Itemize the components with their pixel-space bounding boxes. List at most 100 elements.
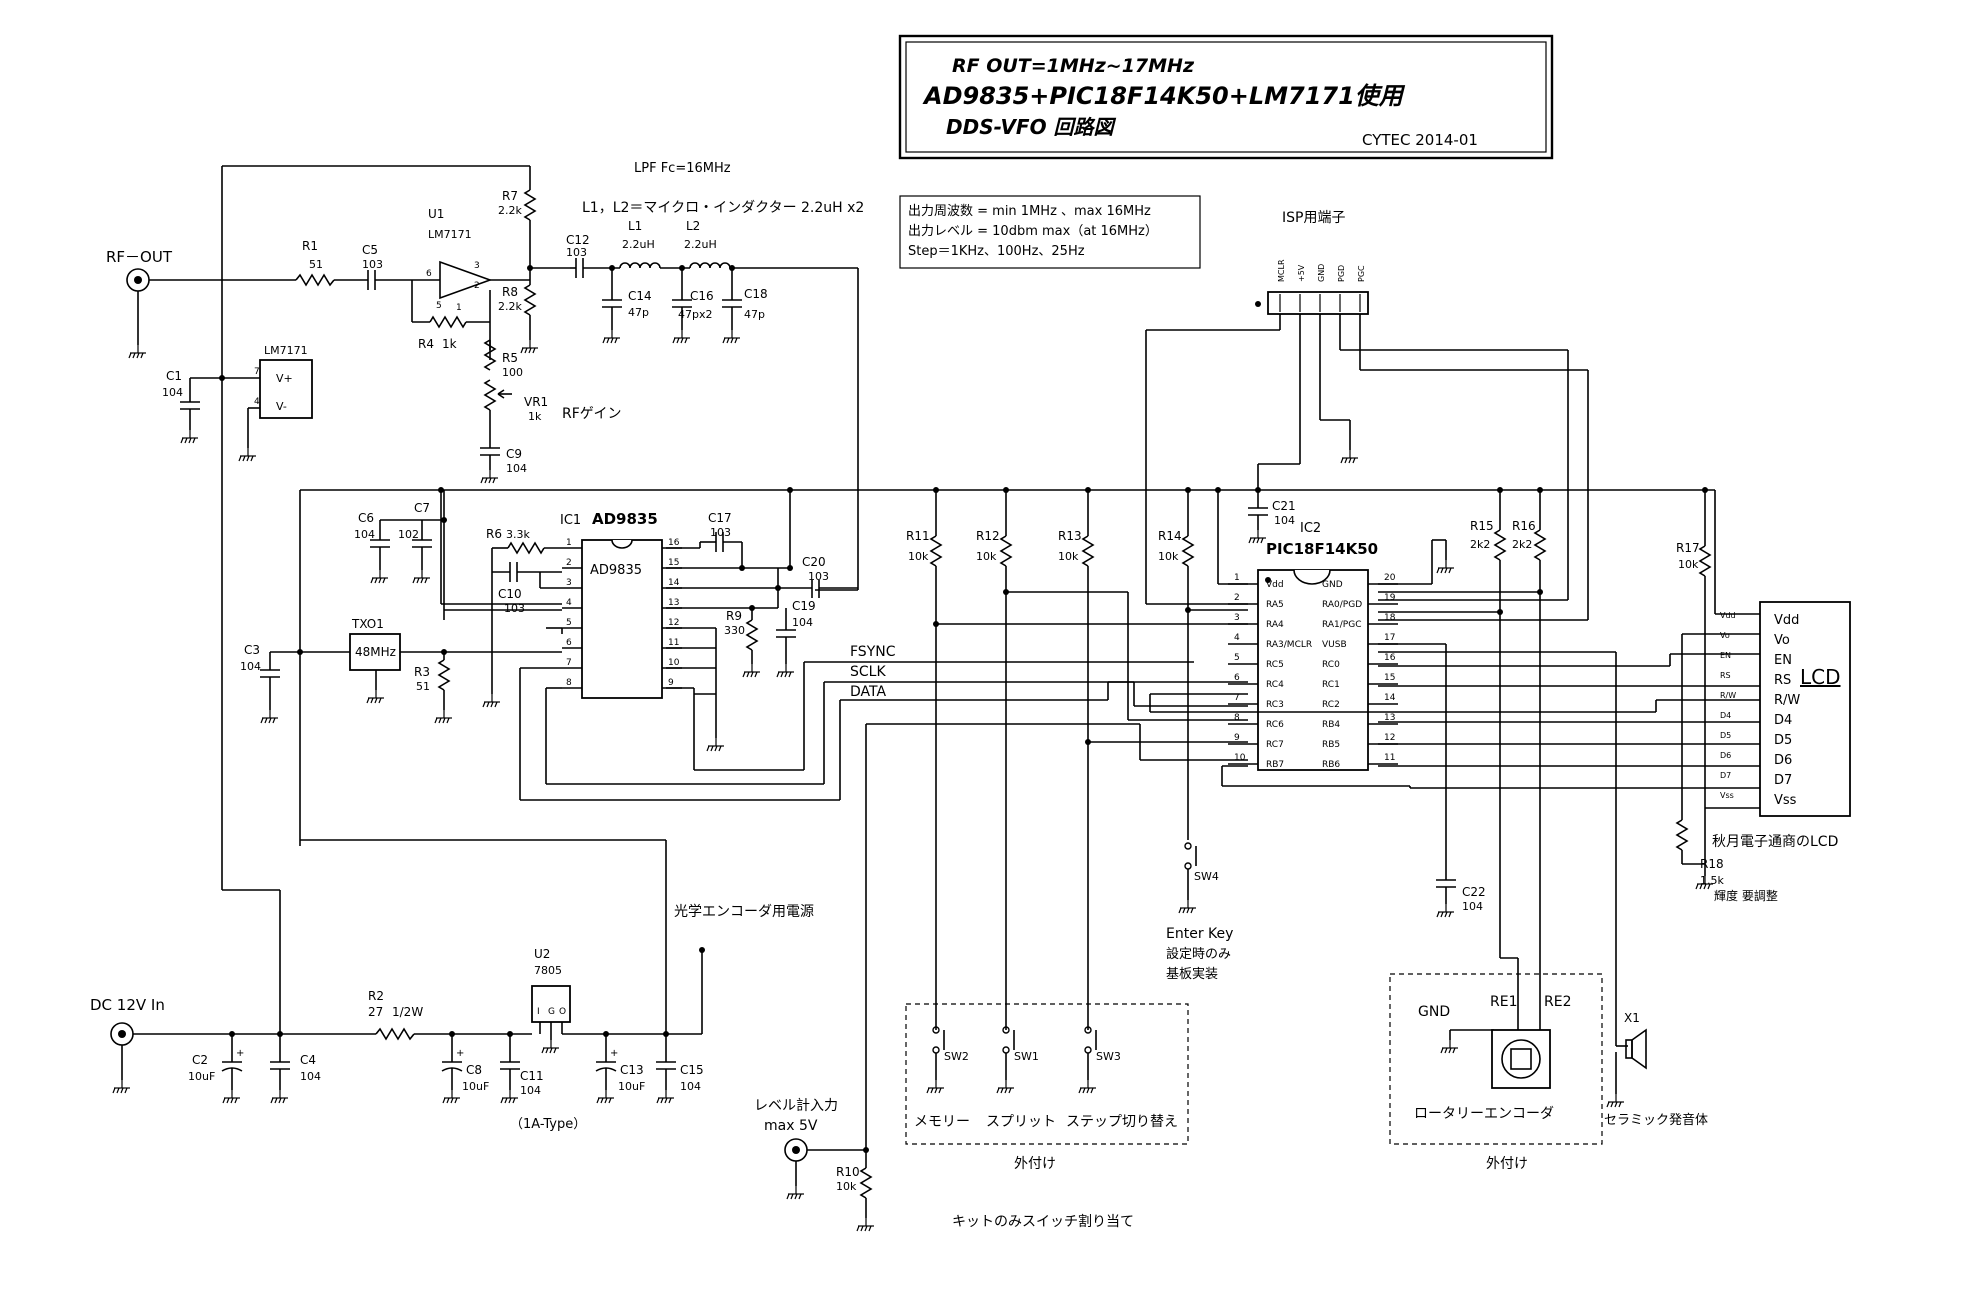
- ic2-pic18f14k50: IC2 PIC18F14K50 1Vdd2RA53RA44RA3/MCLR5RC…: [1215, 487, 1486, 918]
- svg-text:1k: 1k: [528, 410, 542, 423]
- svg-text:10k: 10k: [1158, 550, 1179, 563]
- svg-text:C19: C19: [792, 599, 816, 613]
- svg-text:C8: C8: [466, 1063, 482, 1077]
- svg-text:C10: C10: [498, 587, 522, 601]
- svg-text:3.3k: 3.3k: [506, 528, 530, 541]
- lcd-wire-label: D4: [1720, 711, 1731, 720]
- txo1-freq: 48MHz: [355, 645, 396, 659]
- spec-line1: 出力周波数 = min 1MHz 、max 16MHz: [908, 204, 1151, 219]
- svg-text:C13: C13: [620, 1063, 644, 1077]
- enter-key-note1: 設定時のみ: [1166, 946, 1231, 962]
- svg-text:SW3: SW3: [1096, 1050, 1121, 1063]
- svg-text:C4: C4: [300, 1053, 316, 1067]
- svg-text:103: 103: [362, 258, 383, 271]
- svg-text:R7: R7: [502, 189, 518, 203]
- svg-text:C21: C21: [1272, 499, 1296, 513]
- ic1-pin-number: 14: [668, 578, 680, 588]
- svg-text:5: 5: [436, 301, 442, 311]
- ic2-pin-name: Vdd: [1266, 580, 1284, 590]
- svg-text:103: 103: [808, 570, 829, 583]
- lcd-wire-label: R/W: [1720, 691, 1736, 700]
- svg-text:X1: X1: [1624, 1011, 1640, 1025]
- svg-text:2k2: 2k2: [1470, 538, 1490, 551]
- lcd-pin-name: Vo: [1774, 633, 1790, 648]
- isp-pin-label: MCLR: [1277, 259, 1286, 282]
- ic2-pin-number: 3: [1234, 613, 1240, 623]
- svg-text:R15: R15: [1470, 519, 1494, 533]
- isp-label: ISP用端子: [1282, 210, 1345, 226]
- one-a-type-label: （1A-Type）: [510, 1117, 586, 1132]
- level-in-label: レベル計入力: [754, 1098, 838, 1114]
- svg-text:C1: C1: [166, 369, 182, 383]
- svg-text:R10: R10: [836, 1165, 860, 1179]
- svg-text:104: 104: [680, 1080, 701, 1093]
- ic2-pin-number: 4: [1234, 633, 1240, 643]
- svg-text:VR1: VR1: [524, 395, 548, 409]
- vr1-potentiometer: [483, 379, 497, 411]
- ic2-pin-name: RB7: [1266, 760, 1284, 770]
- ic2-pin-name: RC6: [1266, 720, 1284, 730]
- svg-text:27: 27: [368, 1005, 383, 1019]
- level-meter-input: レベル計入力 max 5V R10 10k: [754, 723, 1248, 1232]
- lcd-pin-name: D5: [1774, 733, 1792, 748]
- svg-text:C6: C6: [358, 511, 374, 525]
- spec-box: 出力周波数 = min 1MHz 、max 16MHz 出力レベル = 10db…: [899, 195, 1201, 269]
- r1-resistor: [295, 273, 335, 287]
- rf-output-section: RF－OUT R1 51 C5 103 U1 LM7171 6 3 2 5 1 …: [106, 165, 859, 591]
- svg-text:2.2uH: 2.2uH: [622, 238, 655, 251]
- svg-text:R4: R4: [418, 337, 434, 351]
- svg-text:SW2: SW2: [944, 1050, 969, 1063]
- lcd-wire-label: Vss: [1720, 791, 1734, 800]
- ic1-pin-number: 16: [668, 538, 680, 548]
- svg-text:7: 7: [254, 367, 260, 377]
- rotary-encoder-body: [1491, 1029, 1551, 1089]
- svg-text:10k: 10k: [1678, 558, 1699, 571]
- lcd-wire-label: D5: [1720, 731, 1731, 740]
- re2-label: RE2: [1544, 994, 1571, 1010]
- ic2-ref: IC2: [1300, 521, 1321, 536]
- isp-pin-label: +5V: [1297, 264, 1306, 282]
- ic1-pin-number: 15: [668, 558, 679, 568]
- svg-text:104: 104: [506, 462, 527, 475]
- ic2-pin-number: 17: [1384, 633, 1395, 643]
- svg-text:C20: C20: [802, 555, 826, 569]
- svg-text:104: 104: [240, 660, 261, 673]
- svg-text:47p: 47p: [628, 306, 649, 319]
- r10-resistor: [859, 1167, 873, 1199]
- svg-text:10uF: 10uF: [462, 1080, 489, 1093]
- ic1-pin-number: 10: [668, 658, 680, 668]
- r4-resistor: [429, 315, 467, 329]
- svg-text:+: +: [456, 1048, 464, 1059]
- svg-text:R16: R16: [1512, 519, 1536, 533]
- u1-part: LM7171: [428, 228, 472, 241]
- svg-text:51: 51: [416, 680, 430, 693]
- sw-step-label: ステップ切り替え: [1066, 1114, 1178, 1130]
- svg-text:C3: C3: [244, 643, 260, 657]
- svg-text:+: +: [610, 1048, 618, 1059]
- svg-text:2.2uH: 2.2uH: [684, 238, 717, 251]
- ic2-pin-number: 1: [1234, 573, 1240, 583]
- svg-text:SW4: SW4: [1194, 870, 1219, 883]
- ic2-pin-number: 10: [1234, 753, 1246, 763]
- svg-text:10uF: 10uF: [618, 1080, 645, 1093]
- ic2-pin-name: GND: [1322, 580, 1343, 590]
- dc-in-label: DC 12V In: [90, 996, 165, 1014]
- ic2-pin-name: RC4: [1266, 680, 1284, 690]
- svg-text:C14: C14: [628, 289, 652, 303]
- svg-text:V-: V-: [276, 400, 287, 413]
- lcd-wire-label: D7: [1720, 771, 1731, 780]
- ic2-pin-name: RC0: [1322, 660, 1340, 670]
- svg-text:10k: 10k: [1058, 550, 1079, 563]
- ic1-decoupling: C6 104 C7 102: [354, 490, 562, 620]
- regulator-pin-label: I: [537, 1007, 540, 1017]
- ic2-pin-number: 12: [1384, 733, 1395, 743]
- ic1-pin-number: 5: [566, 618, 572, 628]
- ic1-pin-number: 4: [566, 598, 572, 608]
- title-line3: DDS-VFO 回路図: [946, 115, 1117, 139]
- ic2-pin-number: 13: [1384, 713, 1395, 723]
- sclk-label: SCLK: [850, 664, 886, 680]
